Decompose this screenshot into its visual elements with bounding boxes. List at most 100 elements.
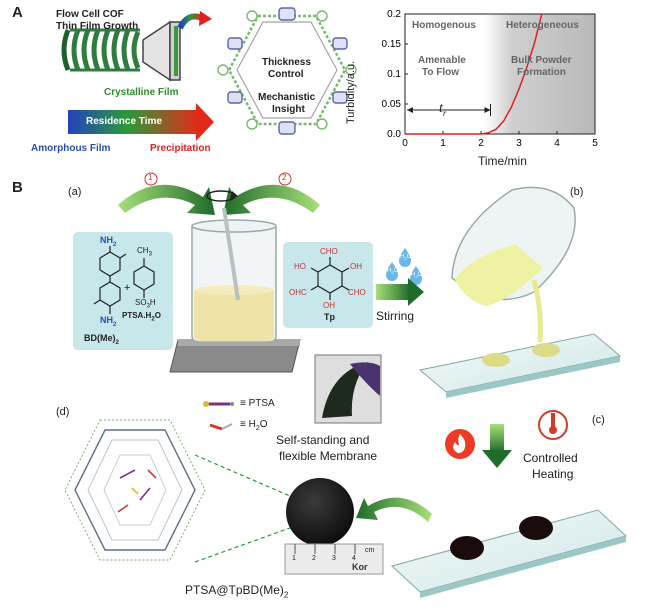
chart-y-axis-label: Turbidity/a.u.	[345, 60, 357, 124]
oh-bottom: OH	[323, 301, 335, 310]
step-1-arrow	[118, 172, 215, 215]
bdme2-label: BD(Me)2	[84, 333, 119, 346]
region-heterogeneous: Heterogeneous	[506, 20, 579, 31]
x-tick-label: 3	[516, 138, 522, 149]
ruler-num-3: 3	[332, 555, 336, 562]
stirred-beaker	[169, 207, 301, 373]
ruler	[284, 543, 384, 575]
crystalline-film-label: Crystalline Film	[104, 87, 179, 98]
guest-molecules	[117, 469, 157, 513]
product-label: PTSA@TpBD(Me)2	[185, 583, 289, 600]
nh2-bottom: NH2	[100, 315, 117, 328]
heating-down-arrow	[482, 424, 512, 468]
chart-x-axis-label: Time/min	[478, 154, 527, 168]
membrane-label-line2: flexible Membrane	[279, 449, 378, 463]
drop-label-2: H2O	[387, 268, 399, 276]
reagent-box-right	[283, 242, 373, 328]
y-tick-label: 0.05	[382, 99, 402, 110]
region-homogenous: Homogenous	[412, 20, 476, 31]
region-formation: Formation	[517, 67, 566, 78]
flow-cell-title-line2: Thin Film Growth	[56, 21, 139, 32]
mechanistic-label: Mechanistic	[258, 92, 316, 103]
sub-b-label: (b)	[570, 186, 584, 198]
cho-right: CHO	[348, 288, 366, 297]
panel-a-letter: A	[12, 4, 23, 21]
flow-cell-title-line1: Flow Cell COF	[56, 9, 124, 20]
plus-sign: +	[124, 282, 131, 294]
ruler-unit: cm	[365, 547, 375, 554]
step-2-label: 2	[282, 173, 287, 182]
x-tick-label: 2	[478, 138, 484, 149]
ruler-brand: Kor	[352, 562, 368, 572]
zoom-line-bottom	[194, 527, 291, 563]
h2o-legend-molecule	[209, 423, 233, 431]
x-tick-label: 1	[440, 138, 446, 149]
ptsa-h2o-label: PTSA.H2O	[122, 311, 161, 323]
sub-d-label: (d)	[56, 406, 70, 418]
drop-label-1: H2O	[400, 254, 412, 262]
flow-cell-coil	[61, 28, 141, 72]
y-tick-label: 0.1	[387, 69, 401, 80]
tr-arrow-head-right	[484, 107, 491, 113]
turbidity-series-line	[405, 13, 543, 135]
heterogeneous-region	[484, 14, 595, 134]
residence-time-arrow	[68, 103, 214, 141]
nh2-top: NH2	[100, 235, 117, 248]
flexible-membrane-photo	[314, 354, 382, 424]
thermometer-icon	[538, 410, 568, 440]
sub-a-label: (a)	[68, 186, 82, 198]
region-amenable: Amenable	[418, 55, 466, 66]
flow-cell-body	[142, 20, 181, 82]
cof-pore-structure	[64, 419, 206, 561]
stirring-arrow	[376, 278, 424, 306]
tp-label: Tp	[324, 312, 335, 322]
drop-label-3: H2O	[411, 272, 423, 280]
control-label: Control	[268, 69, 304, 80]
x-tick-label: 5	[592, 138, 598, 149]
stir-rotation-icon	[206, 190, 238, 202]
zoom-line-top	[194, 454, 291, 497]
flow-cell-exit-arrow	[177, 11, 212, 30]
water-drops-icon	[386, 248, 422, 285]
y-tick-label: 0.15	[382, 39, 402, 50]
x-tick-label: 4	[554, 138, 560, 149]
oh-right: OH	[350, 262, 362, 271]
amorphous-film-label: Amorphous Film	[31, 143, 111, 154]
tr-annotation: tr	[439, 101, 447, 118]
ptsa-structure	[133, 258, 155, 298]
y-tick-label: 0.0	[387, 129, 401, 140]
ho-left: HO	[294, 262, 306, 271]
residence-time-label: Residence Time	[86, 116, 162, 127]
flame-icon	[445, 429, 475, 459]
bdme2-structure	[93, 246, 127, 314]
tp-structure	[310, 257, 350, 300]
legend-ptsa-label: ≡ PTSA	[240, 398, 275, 409]
pouring-beaker	[451, 186, 576, 343]
sub-c-label: (c)	[592, 414, 605, 426]
cho-top: CHO	[320, 247, 338, 256]
ruler-num-1: 1	[292, 555, 296, 562]
ch3-label: CH3	[137, 246, 152, 258]
membrane-label-line1: Self-standing and	[276, 433, 370, 447]
tr-arrow-head-left	[407, 107, 413, 113]
ruler-num-2: 2	[312, 555, 316, 562]
membrane-arrow	[356, 497, 432, 522]
step-2-arrow	[223, 172, 320, 215]
precipitation-label: Precipitation	[150, 143, 211, 154]
reagent-box-left	[73, 232, 173, 350]
ohc-left: OHC	[289, 288, 307, 297]
glass-plate-top	[418, 333, 622, 398]
membrane-disk	[286, 478, 354, 546]
x-tick-label: 0	[402, 138, 408, 149]
ptsa-legend-molecule	[203, 401, 234, 407]
so3h-label: SO3H	[135, 298, 156, 310]
insight-label: Insight	[272, 104, 305, 115]
step-1-label: 1	[148, 173, 153, 182]
region-bulk-powder: Bulk Powder	[511, 55, 572, 66]
ruler-num-4: 4	[352, 555, 356, 562]
legend-h2o-label: ≡ H2O	[240, 419, 268, 432]
glass-plate-bottom	[390, 509, 628, 598]
